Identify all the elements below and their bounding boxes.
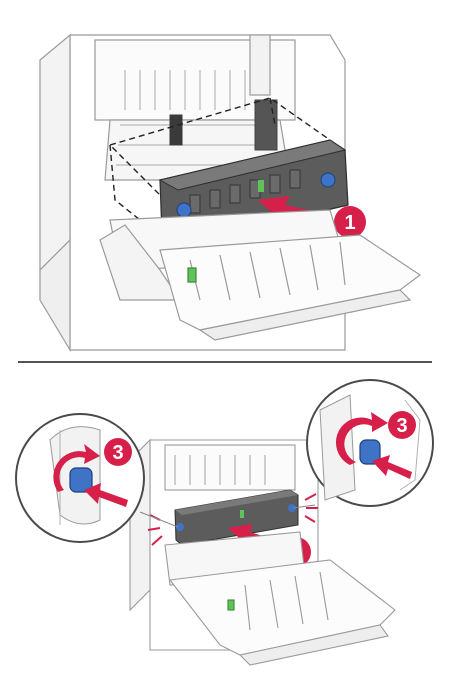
green-indicator — [258, 180, 264, 192]
right-zoom-circle: 3 — [306, 379, 434, 507]
left-latch-blue — [176, 202, 192, 218]
installed-fuser — [174, 489, 299, 546]
left-push-arrow-icon — [84, 483, 128, 507]
rear-door-open — [99, 209, 422, 341]
zoom-leaders — [139, 504, 316, 528]
step-3-number-right: 3 — [396, 415, 407, 437]
right-latch-blue — [320, 172, 336, 188]
rotate-latch-arrow-icon — [53, 444, 100, 492]
bottom-panel: 2 3 — [15, 379, 434, 666]
alignment-guide — [108, 97, 332, 241]
right-push-arrow-icon — [372, 455, 412, 479]
right-rotate-arrow-icon — [335, 412, 388, 465]
left-zoom-circle: 3 — [15, 413, 145, 543]
top-panel: 1 — [39, 33, 422, 353]
right-latch-knob — [359, 439, 381, 465]
left-latch-knob — [69, 467, 93, 493]
step-1-callout: 1 — [334, 206, 366, 238]
rear-door-open-bottom — [164, 531, 396, 666]
step-3-number-left: 3 — [112, 442, 123, 464]
step-1-number: 1 — [344, 212, 355, 234]
rear-guides — [116, 70, 278, 166]
